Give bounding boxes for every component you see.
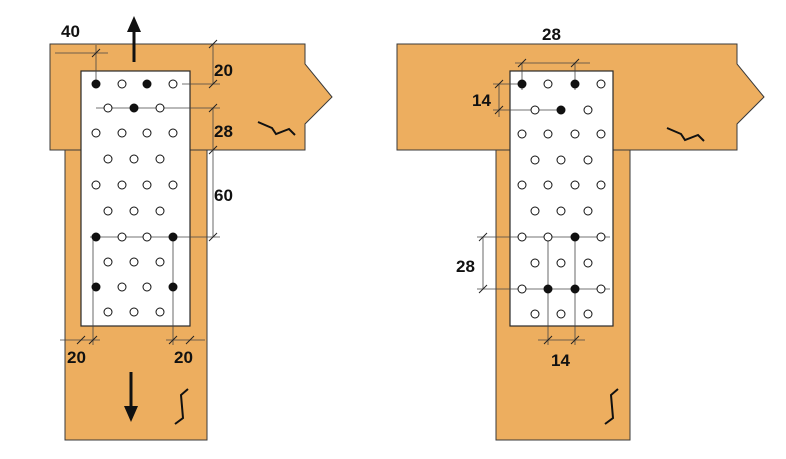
open-hole: [142, 282, 152, 292]
open-hole: [117, 79, 127, 89]
nail-hole: [556, 105, 566, 115]
open-hole: [129, 154, 139, 164]
open-hole: [117, 232, 127, 242]
open-hole: [168, 79, 178, 89]
nail-hole: [168, 282, 178, 292]
nail-hole: [168, 232, 178, 242]
open-hole: [517, 232, 527, 242]
nail-hole: [91, 232, 101, 242]
vertical-shear-icon: [604, 388, 619, 425]
open-hole: [556, 309, 566, 319]
open-hole: [117, 180, 127, 190]
dim-label-top-spacing-vertical: 14: [472, 91, 491, 110]
open-hole: [103, 257, 113, 267]
open-hole: [155, 307, 165, 317]
open-hole: [142, 128, 152, 138]
open-hole: [596, 284, 606, 294]
open-hole: [596, 180, 606, 190]
dim-label-row-spacing-lower: 60: [214, 186, 233, 205]
right-hole-grid: [517, 79, 606, 319]
open-hole: [543, 129, 553, 139]
up-arrow-icon: [127, 16, 141, 62]
nail-hole: [142, 79, 152, 89]
open-hole: [583, 206, 593, 216]
nail-hole: [543, 284, 553, 294]
nail-hole: [129, 103, 139, 113]
open-hole: [129, 257, 139, 267]
open-hole: [556, 206, 566, 216]
open-hole: [103, 103, 113, 113]
open-hole: [155, 154, 165, 164]
open-hole: [583, 309, 593, 319]
open-hole: [583, 105, 593, 115]
nail-hole: [570, 284, 580, 294]
open-hole: [583, 258, 593, 268]
dim-label-lower-spacing-vertical: 28: [456, 257, 475, 276]
dim-label-top-horizontal: 40: [61, 22, 80, 41]
open-hole: [155, 206, 165, 216]
open-hole: [596, 129, 606, 139]
open-hole: [91, 128, 101, 138]
open-hole: [117, 128, 127, 138]
nail-hole: [91, 79, 101, 89]
open-hole: [543, 232, 553, 242]
nail-hole: [570, 79, 580, 89]
open-hole: [556, 258, 566, 268]
dim-label-bottom-spacing-horizontal: 14: [551, 351, 570, 370]
open-hole: [530, 309, 540, 319]
open-hole: [530, 206, 540, 216]
dim-label-top-spacing-horizontal: 28: [542, 25, 561, 44]
open-hole: [596, 232, 606, 242]
open-hole: [129, 307, 139, 317]
open-hole: [517, 284, 527, 294]
open-hole: [570, 180, 580, 190]
open-hole: [117, 282, 127, 292]
open-hole: [129, 206, 139, 216]
open-hole: [103, 154, 113, 164]
dim-label-bottom-right: 20: [174, 348, 193, 367]
horizontal-shear-icon: [666, 127, 705, 142]
nail-hole: [91, 282, 101, 292]
open-hole: [155, 103, 165, 113]
open-hole: [155, 257, 165, 267]
open-hole: [517, 129, 527, 139]
nail-hole: [517, 79, 527, 89]
open-hole: [103, 307, 113, 317]
open-hole: [142, 232, 152, 242]
left-dimension-lines: [55, 39, 220, 345]
open-hole: [556, 155, 566, 165]
open-hole: [517, 180, 527, 190]
open-hole: [530, 155, 540, 165]
open-hole: [570, 129, 580, 139]
dim-label-top-vertical: 20: [214, 61, 233, 80]
horizontal-shear-icon: [257, 121, 296, 136]
open-hole: [596, 79, 606, 89]
open-hole: [91, 180, 101, 190]
left-hole-grid: [91, 79, 178, 317]
dim-label-row-spacing-upper: 28: [214, 122, 233, 141]
open-hole: [142, 180, 152, 190]
left-figure: 40 20 28 60 20 20: [49, 16, 333, 441]
open-hole: [103, 206, 113, 216]
open-hole: [530, 105, 540, 115]
open-hole: [168, 180, 178, 190]
open-hole: [168, 128, 178, 138]
open-hole: [530, 258, 540, 268]
nail-hole: [570, 232, 580, 242]
down-arrow-icon: [124, 372, 138, 422]
vertical-shear-icon: [174, 388, 189, 425]
open-hole: [543, 180, 553, 190]
dim-label-bottom-left: 20: [67, 348, 86, 367]
open-hole: [543, 79, 553, 89]
right-figure: 28 14 28 14: [396, 25, 765, 441]
open-hole: [583, 155, 593, 165]
